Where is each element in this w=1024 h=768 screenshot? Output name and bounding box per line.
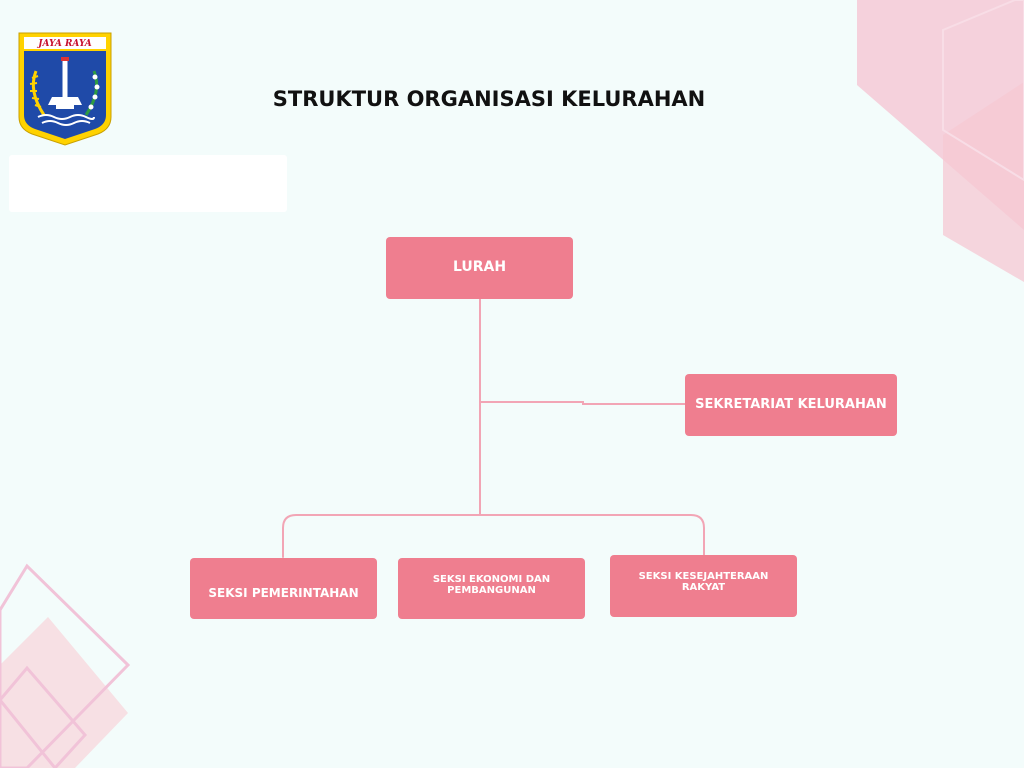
node-label: SEKRETARIAT KELURAHAN <box>695 396 887 412</box>
node-label: LURAH <box>452 259 507 276</box>
jakarta-coat-of-arms-logo: JAYA RAYA <box>18 32 112 146</box>
page-title: STRUKTUR ORGANISASI KELURAHAN <box>272 87 706 111</box>
node-label: SEKSI EKONOMI DAN PEMBANGUNAN <box>432 573 551 596</box>
node-seksi-kesejahteraan-rakyat: SEKSI KESEJAHTERAAN RAKYAT <box>610 555 797 617</box>
blank-white-panel <box>9 155 287 212</box>
node-seksi-ekonomi-dan-pembangunan: SEKSI EKONOMI DAN PEMBANGUNAN <box>398 558 585 619</box>
connector-to-sections <box>282 514 705 558</box>
node-label: SEKSI PEMERINTAHAN <box>208 585 359 600</box>
node-label: SEKSI KESEJAHTERAAN RAKYAT <box>638 571 769 593</box>
svg-text:JAYA RAYA: JAYA RAYA <box>36 39 92 49</box>
node-seksi-pemerintahan: SEKSI PEMERINTAHAN <box>190 558 377 619</box>
node-sekretariat-kelurahan: SEKRETARIAT KELURAHAN <box>685 374 897 436</box>
connector-to-sekretariat <box>479 401 686 405</box>
node-lurah: LURAH <box>386 237 573 299</box>
